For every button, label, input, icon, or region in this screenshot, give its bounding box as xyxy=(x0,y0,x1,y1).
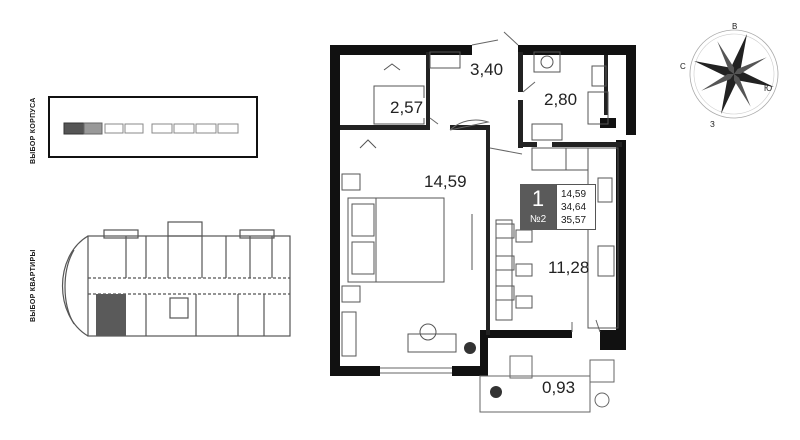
balcony-area: 0,93 xyxy=(542,378,576,397)
building-block-selected[interactable] xyxy=(63,122,85,135)
building-block[interactable] xyxy=(217,123,239,134)
apartment-badge: 1 №2 xyxy=(520,184,556,230)
total-area: 34,64 xyxy=(561,202,587,213)
bathroom-area: 2,80 xyxy=(544,90,578,109)
bedroom-area: 14,59 xyxy=(424,172,467,191)
rooms-count: 1 xyxy=(531,186,545,211)
compass-icon xyxy=(689,29,779,119)
floor-map xyxy=(61,221,291,337)
floor-plan-mini[interactable] xyxy=(50,216,295,341)
compass-east: Ю xyxy=(764,84,773,93)
building-block[interactable] xyxy=(83,122,103,135)
building-block[interactable] xyxy=(124,123,144,134)
kitchen-area: 11,28 xyxy=(548,258,590,277)
compass-west: С xyxy=(680,62,686,71)
building-block[interactable] xyxy=(195,123,217,134)
compass-north: В xyxy=(732,22,738,31)
storage-area: 2,57 xyxy=(388,98,426,118)
living-area: 14,59 xyxy=(561,189,587,200)
apartment-plan xyxy=(330,31,636,413)
compass-rose: В Ю З С xyxy=(680,22,794,132)
building-selector-map xyxy=(63,122,239,135)
compass-south: З xyxy=(710,120,715,129)
total-with-balcony: 35,57 xyxy=(561,215,587,226)
building-block[interactable] xyxy=(173,123,195,134)
building-selector-label: ВЫБОР КОРПУСА xyxy=(30,97,37,164)
apartment-number: №2 xyxy=(529,214,547,225)
hall-area: 3,40 xyxy=(470,60,504,79)
building-block[interactable] xyxy=(151,123,173,134)
selected-apartment[interactable] xyxy=(96,294,126,336)
building-block[interactable] xyxy=(104,123,124,134)
building-selector-panel[interactable] xyxy=(48,96,258,158)
apartment-selector-label: ВЫБОР КВАРТИРЫ xyxy=(30,249,37,322)
apartment-areas: 14,59 34,64 35,57 xyxy=(556,184,596,230)
